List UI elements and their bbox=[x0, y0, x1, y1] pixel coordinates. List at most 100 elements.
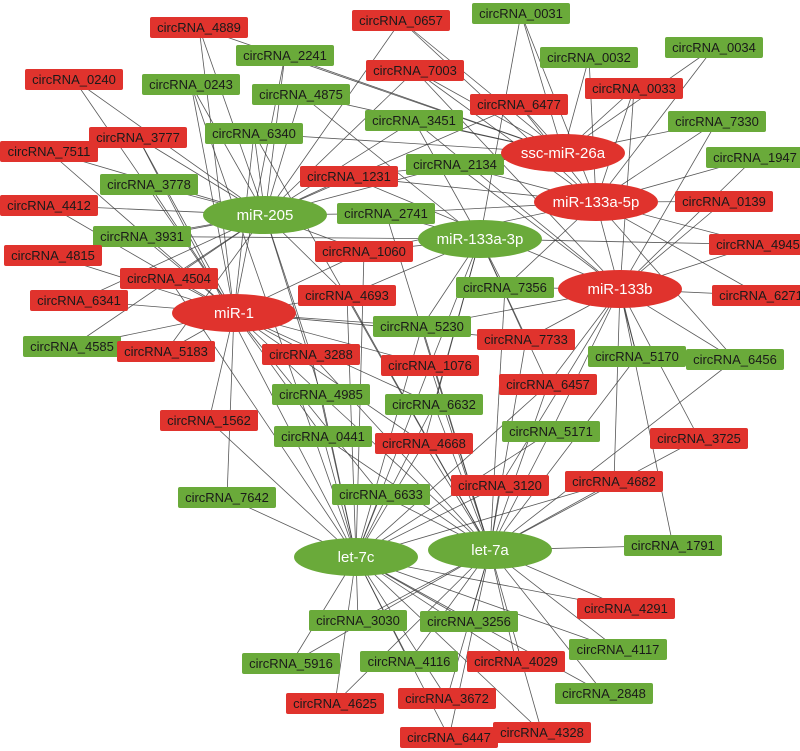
circrna-label: circRNA_6271 bbox=[719, 288, 800, 303]
circrna-box bbox=[366, 60, 464, 81]
mirna-label: miR-133b bbox=[587, 281, 652, 298]
circrna-box bbox=[0, 195, 98, 216]
circrna-box bbox=[665, 37, 763, 58]
edge-circrna-3451-mir-133a-3p bbox=[413, 120, 481, 240]
circrna-box bbox=[0, 141, 98, 162]
circrna-node-circrna-1791: circRNA_1791 bbox=[624, 535, 722, 556]
circrna-box bbox=[686, 349, 784, 370]
circrna-box bbox=[712, 285, 800, 306]
edge-circrna-3777-let-7c bbox=[137, 137, 357, 558]
edge-circrna-0031-ssc-mir-26a bbox=[520, 13, 564, 154]
circrna-node-circrna-4682: circRNA_4682 bbox=[565, 471, 663, 492]
circrna-node-circrna-5230: circRNA_5230 bbox=[373, 316, 471, 337]
circrna-box bbox=[499, 374, 597, 395]
circrna-label: circRNA_6457 bbox=[506, 377, 590, 392]
circrna-node-circrna-4116: circRNA_4116 bbox=[360, 651, 458, 672]
circrna-node-circrna-0139: circRNA_0139 bbox=[675, 191, 773, 212]
circrna-label: circRNA_7733 bbox=[484, 332, 568, 347]
circrna-node-circrna-6340: circRNA_6340 bbox=[205, 123, 303, 144]
circrna-label: circRNA_3256 bbox=[427, 614, 511, 629]
circrna-node-circrna-3030: circRNA_3030 bbox=[309, 610, 407, 631]
circrna-label: circRNA_5916 bbox=[249, 656, 333, 671]
circrna-label: circRNA_6477 bbox=[477, 97, 561, 112]
circrna-label: circRNA_4668 bbox=[382, 436, 466, 451]
circrna-node-circrna-0657: circRNA_0657 bbox=[352, 10, 450, 31]
circrna-node-circrna-4985: circRNA_4985 bbox=[272, 384, 370, 405]
circrna-node-circrna-3778: circRNA_3778 bbox=[100, 174, 198, 195]
circrna-box bbox=[100, 174, 198, 195]
mirna-node-mir-133a-3p: miR-133a-3p bbox=[418, 220, 542, 258]
circrna-box bbox=[577, 598, 675, 619]
circrna-label: circRNA_6633 bbox=[339, 487, 423, 502]
edge-circrna-4985-let-7c bbox=[320, 394, 357, 558]
edge-circrna-4889-mir-205 bbox=[198, 27, 266, 216]
edge-circrna-0441-mir-1 bbox=[233, 312, 324, 437]
edge-circrna-2241-ssc-mir-26a bbox=[284, 55, 564, 154]
circrna-node-circrna-3120: circRNA_3120 bbox=[451, 475, 549, 496]
circrna-node-circrna-0032: circRNA_0032 bbox=[540, 47, 638, 68]
circrna-box bbox=[120, 268, 218, 289]
circrna-box bbox=[315, 241, 413, 262]
circrna-label: circRNA_4504 bbox=[127, 271, 211, 286]
mirna-label: miR-205 bbox=[237, 207, 294, 224]
circrna-box bbox=[540, 47, 638, 68]
circrna-node-circrna-4889: circRNA_4889 bbox=[150, 17, 248, 38]
circrna-node-circrna-5183: circRNA_5183 bbox=[117, 341, 215, 362]
circrna-label: circRNA_1562 bbox=[167, 413, 251, 428]
circrna-node-circrna-3777: circRNA_3777 bbox=[89, 127, 187, 148]
circrna-box bbox=[205, 123, 303, 144]
edge-circrna-0243-mir-205 bbox=[190, 84, 266, 216]
circrna-label: circRNA_7003 bbox=[373, 63, 457, 78]
circrna-node-circrna-2134: circRNA_2134 bbox=[406, 154, 504, 175]
circrna-box bbox=[406, 154, 504, 175]
circrna-node-circrna-4328: circRNA_4328 bbox=[493, 722, 591, 743]
circrna-node-circrna-4029: circRNA_4029 bbox=[467, 651, 565, 672]
circrna-node-circrna-4412: circRNA_4412 bbox=[0, 195, 98, 216]
circrna-box bbox=[236, 45, 334, 66]
circrna-node-circrna-7356: circRNA_7356 bbox=[456, 277, 554, 298]
circrna-box bbox=[624, 535, 722, 556]
circrna-node-circrna-1231: circRNA_1231 bbox=[300, 166, 398, 187]
circrna-label: circRNA_0657 bbox=[359, 13, 443, 28]
edge-circrna-4875-mir-205 bbox=[264, 94, 302, 216]
edge-circrna-1947-mir-133b bbox=[619, 157, 756, 290]
circrna-box bbox=[467, 651, 565, 672]
edge-circrna-2134-mir-133b bbox=[454, 164, 621, 290]
circrna-node-circrna-3931: circRNA_3931 bbox=[93, 226, 191, 247]
circrna-label: circRNA_4116 bbox=[368, 654, 451, 669]
circrna-label: circRNA_3288 bbox=[269, 347, 353, 362]
circrna-box bbox=[160, 410, 258, 431]
circrna-node-circrna-6632: circRNA_6632 bbox=[385, 394, 483, 415]
circrna-label: circRNA_4117 bbox=[577, 642, 660, 657]
mirna-node-ssc-mir-26a: ssc-miR-26a bbox=[501, 134, 625, 172]
circrna-box bbox=[493, 722, 591, 743]
circrna-node-circrna-1060: circRNA_1060 bbox=[315, 241, 413, 262]
circrna-node-circrna-7330: circRNA_7330 bbox=[668, 111, 766, 132]
circrna-node-circrna-4668: circRNA_4668 bbox=[375, 433, 473, 454]
mirna-ellipse bbox=[172, 294, 296, 332]
edge-circrna-6456-let-7a bbox=[489, 359, 736, 551]
mirna-label: ssc-miR-26a bbox=[521, 145, 606, 162]
circrna-box bbox=[381, 355, 479, 376]
circrna-node-circrna-7733: circRNA_7733 bbox=[477, 329, 575, 350]
circrna-node-circrna-6341: circRNA_6341 bbox=[30, 290, 128, 311]
circrna-label: circRNA_3120 bbox=[458, 478, 542, 493]
circrna-label: circRNA_2848 bbox=[562, 686, 646, 701]
mirna-ellipse bbox=[428, 531, 552, 569]
circrna-box bbox=[142, 74, 240, 95]
circrna-label: circRNA_5171 bbox=[509, 424, 593, 439]
circrna-label: circRNA_4985 bbox=[279, 387, 363, 402]
circrna-node-circrna-2848: circRNA_2848 bbox=[555, 683, 653, 704]
mirna-ellipse bbox=[294, 538, 418, 576]
circrna-label: circRNA_4945 bbox=[716, 237, 800, 252]
edge-circrna-3725-let-7a bbox=[489, 438, 700, 551]
edge-circrna-6457-mir-133a-3p bbox=[479, 238, 549, 385]
circrna-node-circrna-6457: circRNA_6457 bbox=[499, 374, 597, 395]
circrna-box bbox=[398, 688, 496, 709]
circrna-label: circRNA_3931 bbox=[100, 229, 184, 244]
circrna-node-circrna-6271: circRNA_6271 bbox=[712, 285, 800, 306]
circrna-box bbox=[337, 203, 435, 224]
mirna-ellipse bbox=[558, 270, 682, 308]
circrna-node-circrna-4945: circRNA_4945 bbox=[709, 234, 800, 255]
